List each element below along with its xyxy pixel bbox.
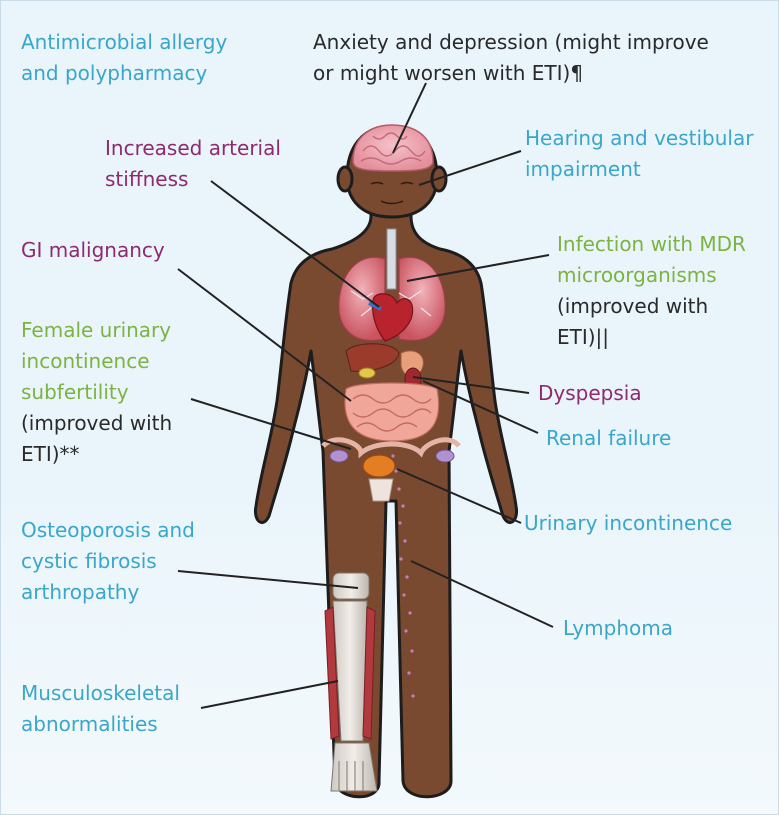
- ovary-left: [330, 450, 348, 462]
- label-dyspepsia: Dyspepsia: [538, 378, 642, 409]
- label-osteoporosis: Osteoporosis and cystic fibrosis arthrop…: [21, 515, 195, 608]
- label-line: or might worsen with ETI)¶: [313, 58, 709, 89]
- label-line: Anxiety and depression (might improve: [313, 27, 709, 58]
- label-line: Renal failure: [546, 423, 671, 454]
- label-note-line: (improved with: [21, 408, 172, 439]
- label-line: Lymphoma: [563, 613, 673, 644]
- label-gi-malignancy: GI malignancy: [21, 235, 165, 266]
- label-line: Osteoporosis and: [21, 515, 195, 546]
- intestines-organ: [345, 383, 439, 441]
- label-line: microorganisms: [557, 260, 746, 291]
- label-line: arthropathy: [21, 577, 195, 608]
- label-line: incontinence: [21, 346, 172, 377]
- label-line: Dyspepsia: [538, 378, 642, 409]
- label-urinary-incontinence: Urinary incontinence: [524, 508, 732, 539]
- label-line: Hearing and vestibular: [525, 123, 753, 154]
- ovary-right: [436, 450, 454, 462]
- brain-organ: [353, 125, 433, 171]
- label-lymphoma: Lymphoma: [563, 613, 673, 644]
- label-line: impairment: [525, 154, 753, 185]
- label-antimicrobial-allergy: Antimicrobial allergy and polypharmacy: [21, 27, 227, 89]
- label-line: Infection with MDR: [557, 229, 746, 260]
- label-line: Increased arterial: [105, 133, 281, 164]
- label-line: and polypharmacy: [21, 58, 227, 89]
- leader-musculoskeletal: [201, 681, 338, 708]
- label-female-urinary: Female urinary incontinence subfertility…: [21, 315, 172, 470]
- bladder-organ: [363, 455, 395, 477]
- label-line: subfertility: [21, 377, 172, 408]
- label-line: Musculoskeletal: [21, 678, 180, 709]
- label-hearing-vestibular: Hearing and vestibular impairment: [525, 123, 753, 185]
- label-line: Urinary incontinence: [524, 508, 732, 539]
- label-infection-mdr: Infection with MDR microorganisms (impro…: [557, 229, 746, 353]
- label-line: cystic fibrosis: [21, 546, 195, 577]
- label-musculoskeletal: Musculoskeletal abnormalities: [21, 678, 180, 740]
- label-note-line: ETI)**: [21, 439, 172, 470]
- label-renal-failure: Renal failure: [546, 423, 671, 454]
- label-note-line: (improved with: [557, 291, 746, 322]
- label-line: GI malignancy: [21, 235, 165, 266]
- label-line: Antimicrobial allergy: [21, 27, 227, 58]
- trachea: [387, 229, 396, 289]
- label-note-line: ETI)||: [557, 322, 746, 353]
- gallbladder-organ: [359, 368, 375, 378]
- label-arterial-stiffness: Increased arterial stiffness: [105, 133, 281, 195]
- label-line: Female urinary: [21, 315, 172, 346]
- label-line: abnormalities: [21, 709, 180, 740]
- label-anxiety-depression: Anxiety and depression (might improve or…: [313, 27, 709, 89]
- label-line: stiffness: [105, 164, 281, 195]
- urethra: [369, 479, 393, 501]
